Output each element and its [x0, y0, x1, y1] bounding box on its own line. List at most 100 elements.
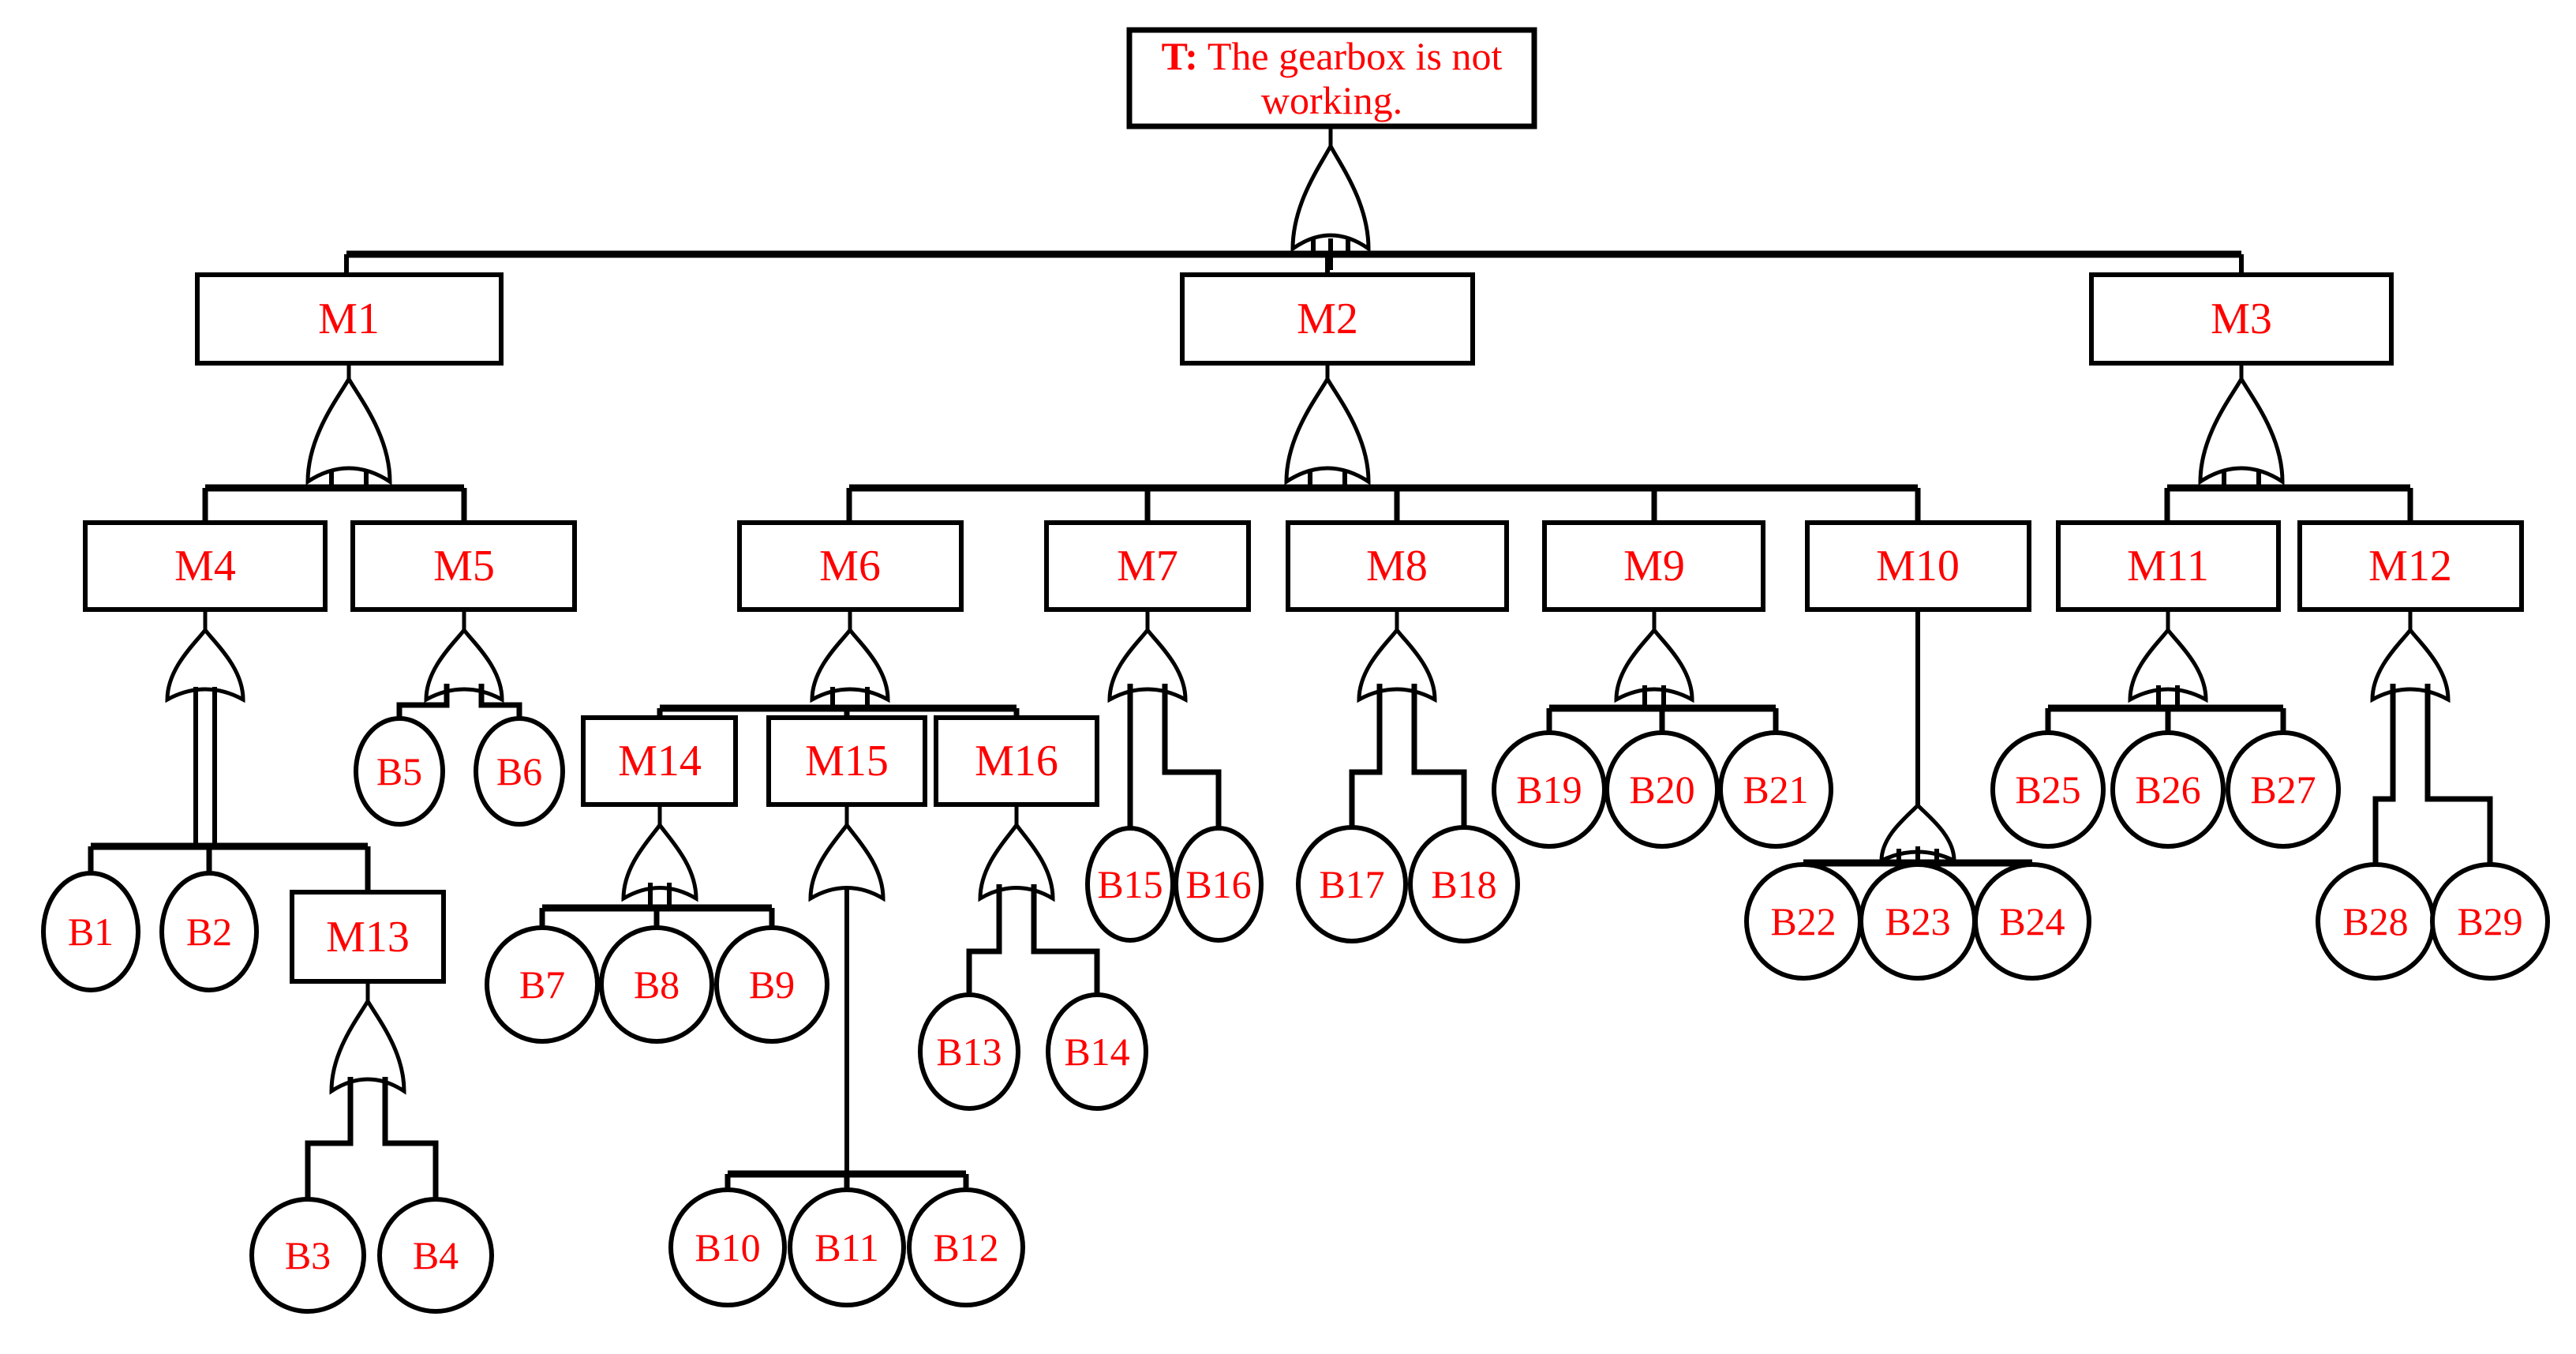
top-event-box	[1126, 27, 1537, 129]
basic-event-b14	[1046, 992, 1148, 1111]
basic-label-b15: B15	[1097, 862, 1163, 906]
or-gate-m14	[621, 821, 698, 902]
basic-label-b6: B6	[496, 749, 542, 793]
event-boxes	[83, 27, 2524, 984]
basic-label-b12: B12	[933, 1225, 998, 1270]
labels: M1 M2 M3 M4 M5 M6 M7 M8 M9 M10 M11 M12 M…	[68, 294, 2523, 1277]
or-gate-m2	[1284, 374, 1371, 486]
or-gate-m1	[305, 374, 392, 486]
event-box-m16	[934, 715, 1099, 807]
or-gate-m3	[2198, 374, 2285, 486]
event-label-m5: M5	[433, 542, 495, 591]
event-box-m13	[290, 890, 446, 984]
basic-event-b3	[249, 1197, 366, 1314]
event-label-m7: M7	[1117, 542, 1178, 591]
or-gate-m5	[424, 626, 504, 703]
basic-event-b10	[668, 1187, 787, 1307]
basic-label-b18: B18	[1431, 862, 1496, 906]
connector-line	[2424, 684, 2493, 867]
basic-label-b26: B26	[2135, 767, 2200, 812]
top-event-prefix: T:	[1161, 34, 1198, 78]
basic-label-b5: B5	[376, 749, 422, 793]
connector-line	[1162, 684, 1222, 831]
basic-event-b26	[2110, 730, 2226, 849]
basic-event-b5	[354, 716, 445, 827]
basic-label-b16: B16	[1185, 862, 1251, 906]
or-gate-m4	[165, 626, 245, 703]
basic-event-b20	[1604, 730, 1720, 849]
event-box-m1	[195, 272, 504, 366]
basic-label-b23: B23	[1885, 899, 1950, 943]
basic-label-b21: B21	[1743, 767, 1808, 812]
connector-line	[478, 684, 522, 721]
top-event-description: The gearbox is not working.	[1207, 34, 1503, 122]
basic-label-b29: B29	[2457, 899, 2522, 943]
event-box-m10	[1805, 520, 2031, 612]
or-gate-m6	[810, 626, 890, 703]
top-event-text: T:The gearbox is not working.	[1129, 30, 1534, 126]
basic-event-b15	[1085, 826, 1175, 943]
event-label-m9: M9	[1623, 542, 1685, 591]
basic-label-b3: B3	[285, 1233, 331, 1277]
basic-event-b6	[474, 716, 565, 827]
basic-label-b9: B9	[749, 962, 795, 1007]
connector-line	[1349, 684, 1383, 830]
basic-label-b11: B11	[814, 1225, 879, 1270]
basic-label-b10: B10	[695, 1225, 760, 1270]
event-box-m15	[766, 715, 927, 807]
basic-label-b25: B25	[2015, 767, 2080, 812]
or-gate-m11	[2128, 626, 2208, 703]
basic-event-b21	[1718, 730, 1833, 849]
event-box-m6	[737, 520, 964, 612]
basic-event-b25	[1990, 730, 2106, 849]
connector-line	[382, 1077, 439, 1201]
or-gate-m7	[1107, 626, 1188, 703]
or-gate-m15	[808, 821, 886, 902]
basic-event-b16	[1174, 826, 1264, 943]
or-gate-m12	[2370, 626, 2451, 703]
connector-line	[305, 1077, 354, 1201]
event-label-m12: M12	[2368, 542, 2452, 591]
event-label-m15: M15	[805, 737, 889, 786]
basic-event-b12	[907, 1187, 1025, 1307]
basic-label-b28: B28	[2342, 899, 2408, 943]
basic-event-b29	[2430, 862, 2550, 981]
basic-event-b2	[159, 871, 259, 992]
basic-events	[41, 716, 2550, 1314]
connector-line	[396, 684, 450, 721]
basic-label-b27: B27	[2250, 767, 2316, 812]
event-label-m6: M6	[819, 542, 881, 591]
connector-line	[1411, 684, 1467, 830]
event-box-m8	[1286, 520, 1509, 612]
event-box-m2	[1180, 272, 1475, 366]
or-gate-m8	[1357, 626, 1437, 703]
basic-label-b8: B8	[634, 962, 680, 1007]
basic-event-b11	[788, 1187, 906, 1307]
basic-event-b4	[377, 1197, 494, 1314]
basic-event-b1	[41, 871, 140, 992]
connector-line	[966, 884, 1002, 997]
event-label-m10: M10	[1876, 542, 1960, 591]
or-gate-m9	[1614, 626, 1694, 703]
or-gate-m16	[978, 821, 1055, 902]
or-gate-top	[1290, 141, 1371, 253]
event-box-m3	[2089, 272, 2394, 366]
event-box-m11	[2056, 520, 2281, 612]
basic-event-b17	[1296, 825, 1408, 943]
basic-label-b2: B2	[186, 910, 232, 954]
basic-event-b13	[918, 992, 1020, 1111]
basic-label-b20: B20	[1629, 767, 1694, 812]
basic-label-b17: B17	[1319, 862, 1384, 906]
connector-line	[1031, 884, 1100, 997]
basic-label-b1: B1	[68, 910, 114, 954]
top-event-text-content: T:The gearbox is not working.	[1151, 34, 1512, 122]
or-gate-m13	[329, 996, 406, 1095]
basic-label-b4: B4	[413, 1233, 459, 1277]
basic-label-b24: B24	[1999, 899, 2065, 943]
basic-event-b9	[714, 925, 829, 1044]
basic-event-b18	[1408, 825, 1520, 943]
basic-event-b24	[1973, 862, 2091, 981]
basic-event-b8	[599, 925, 714, 1044]
